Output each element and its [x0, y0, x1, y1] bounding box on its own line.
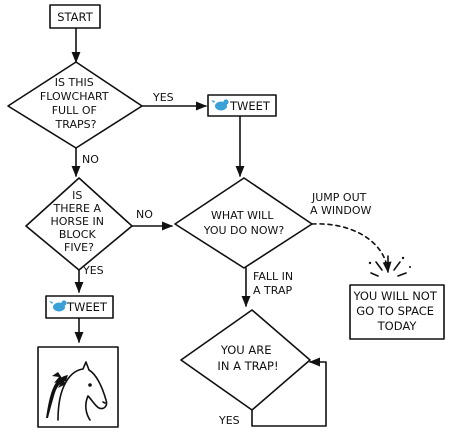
- tweet-top-node: TWEET: [207, 94, 277, 117]
- trap-decision: YOU ARE IN A TRAP!: [180, 309, 311, 411]
- start-label: START: [57, 10, 93, 24]
- horse-yes-label: YES: [82, 264, 104, 277]
- tweet-top-label: TWEET: [229, 99, 271, 113]
- start-node: START: [49, 4, 101, 29]
- horse-head-drawing: [46, 361, 108, 421]
- edge-trap-loop: [251, 357, 327, 427]
- what-now-question: WHAT WILL YOU DO NOW?: [203, 209, 285, 237]
- edge-what-jump: [311, 223, 392, 274]
- horse-picture-node: [37, 346, 119, 428]
- space-node: YOU WILL NOT GO TO SPACE TODAY: [349, 284, 445, 340]
- trap-yes-label: YES: [218, 414, 240, 427]
- jump-window-label: JUMP OUT A WINDOW: [310, 191, 371, 217]
- twitter-bird-icon: [49, 300, 67, 312]
- traps-yes-label: YES: [152, 91, 174, 104]
- traps-decision: IS THIS FLOWCHART FULL OF TRAPS?: [7, 61, 143, 149]
- twitter-bird-icon: [211, 99, 229, 111]
- trap-label: YOU ARE IN A TRAP!: [217, 343, 278, 373]
- fall-trap-label: FALL IN A TRAP: [253, 270, 297, 297]
- traps-no-label: NO: [82, 153, 99, 166]
- what-now-decision: WHAT WILL YOU DO NOW?: [174, 177, 313, 269]
- horse-question: IS THERE A HORSE IN BLOCK FIVE?: [51, 189, 108, 254]
- space-label: YOU WILL NOT GO TO SPACE TODAY: [352, 289, 440, 333]
- horse-decision: IS THERE A HORSE IN BLOCK FIVE?: [25, 177, 133, 271]
- tweet-bottom-node: TWEET: [45, 295, 114, 319]
- splash-marks: [368, 255, 411, 277]
- tweet-bottom-label: TWEET: [66, 300, 108, 314]
- horse-no-label: NO: [136, 208, 153, 221]
- traps-question: IS THIS FLOWCHART FULL OF TRAPS?: [40, 76, 112, 131]
